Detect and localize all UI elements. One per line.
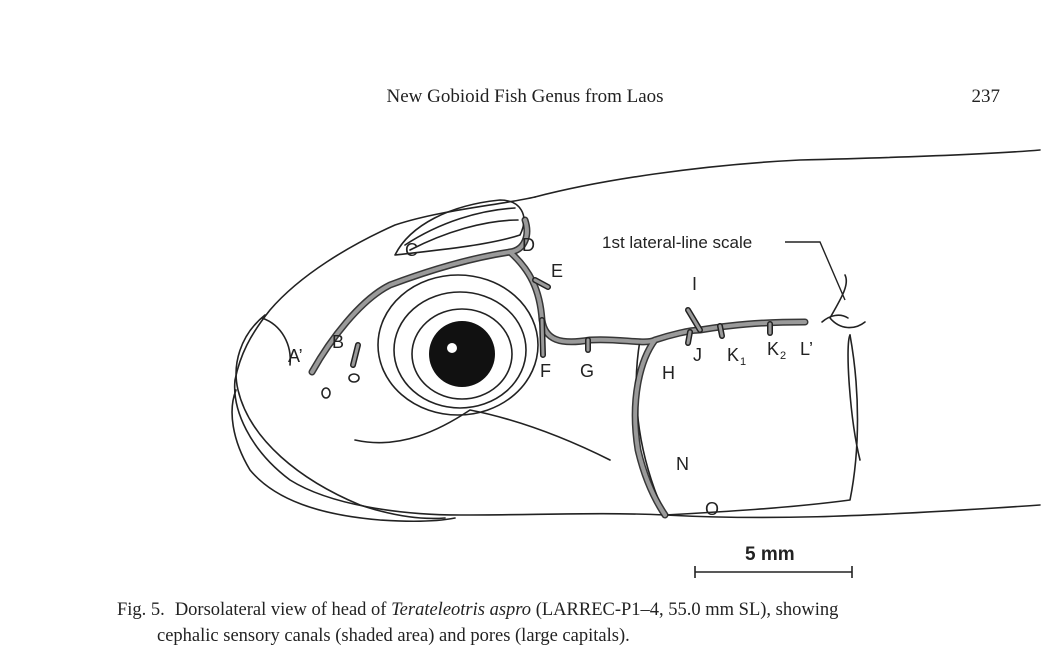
pore-label-o: O bbox=[705, 499, 719, 519]
body-line bbox=[664, 504, 1041, 519]
caption-line-2: cephalic sensory canals (shaded area) an… bbox=[157, 626, 630, 646]
pore-label-l-prime: L’ bbox=[800, 339, 813, 359]
pore-label-f: F bbox=[540, 361, 551, 381]
pore-label-e: E bbox=[551, 261, 563, 281]
pore-label-g: G bbox=[580, 361, 594, 381]
upper-lip bbox=[235, 314, 446, 520]
head-outline bbox=[233, 196, 666, 516]
nape-ridge bbox=[394, 199, 525, 256]
scale-bar bbox=[694, 566, 853, 578]
annotation-leader bbox=[785, 241, 846, 301]
pore-label-a-prime: A’ bbox=[288, 346, 303, 366]
fin-base bbox=[829, 274, 866, 329]
pore-label-b: B bbox=[332, 332, 344, 352]
fish-head-figure: A’ B C D E F G H I J K 1 K 2 L’ N O 1st … bbox=[231, 149, 1041, 578]
opercle-flap bbox=[847, 334, 861, 461]
nostril-posterior bbox=[348, 373, 360, 383]
lower-lip bbox=[231, 389, 456, 523]
pore-label-k1: K bbox=[727, 345, 739, 365]
cheek-line bbox=[354, 409, 611, 461]
eye-highlight bbox=[447, 343, 457, 353]
pore-label-c: C bbox=[405, 240, 418, 260]
pore-label-k2-sub: 2 bbox=[780, 350, 786, 362]
pore-label-n: N bbox=[676, 454, 689, 474]
dorsal-profile bbox=[534, 149, 1041, 198]
nostril-anterior bbox=[321, 387, 331, 399]
figure-caption: Fig. 5. Dorsolateral view of head of Tera… bbox=[117, 597, 997, 649]
pore-label-j: J bbox=[693, 345, 702, 365]
caption-text-start: Dorsolateral view of head of bbox=[174, 600, 392, 620]
opercle-edge bbox=[664, 334, 859, 516]
pore-label-i: I bbox=[692, 274, 697, 294]
caption-label: Fig. 5. bbox=[117, 600, 165, 620]
orbit-outer bbox=[377, 274, 539, 416]
running-head: New Gobioid Fish Genus from Laos 237 bbox=[0, 80, 1050, 110]
pore-label-k1-sub: 1 bbox=[740, 356, 746, 368]
pupil bbox=[429, 321, 495, 387]
caption-species: Terateleotris aspro bbox=[391, 600, 532, 620]
orbit-inner bbox=[411, 308, 513, 400]
pore-label-k2: K bbox=[767, 339, 779, 359]
lip-inner bbox=[261, 317, 291, 366]
caption-text-mid: (LARREC-P1–4, 55.0 mm SL), showing bbox=[531, 600, 839, 620]
orbit-mid bbox=[393, 291, 527, 409]
pore-label-d: D bbox=[522, 235, 535, 255]
pore-label-h: H bbox=[662, 363, 675, 383]
page-number: 237 bbox=[971, 86, 1001, 107]
lateral-line-scale-label: 1st lateral-line scale bbox=[602, 233, 752, 252]
scale-bar-label: 5 mm bbox=[745, 544, 795, 565]
running-title: New Gobioid Fish Genus from Laos bbox=[386, 86, 664, 107]
